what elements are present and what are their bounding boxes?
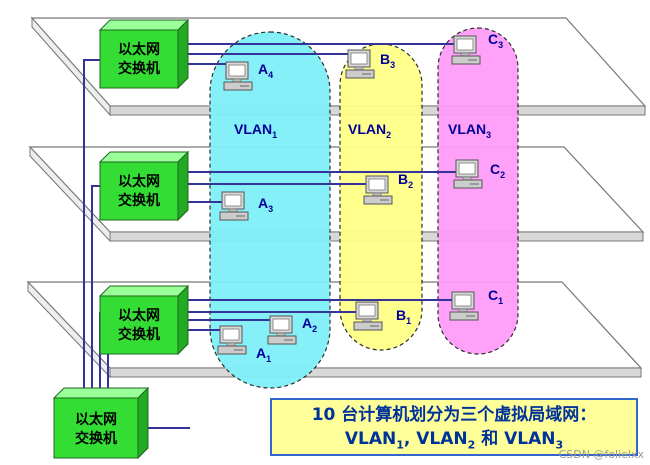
host-label-a1: A1 [256, 345, 271, 364]
switch-middle-label-2: 交换机 [118, 192, 160, 209]
watermark: CSDN @folielxx [558, 448, 644, 461]
switch-top-label-2: 交换机 [118, 60, 160, 77]
switch-root-label-2: 交换机 [75, 430, 117, 447]
computer-a4-icon [223, 61, 253, 91]
switch-top [98, 18, 190, 90]
switch-middle-label-1: 以太网 [118, 173, 160, 190]
vlan3-region [437, 27, 519, 355]
vlan3-label: VLAN3 [448, 121, 491, 140]
computer-b2-icon [363, 175, 393, 205]
switch-bottom-label-1: 以太网 [118, 307, 160, 324]
computer-b1-icon [353, 301, 383, 331]
switch-top-label-1: 以太网 [118, 41, 160, 58]
switch-bottom [98, 284, 190, 356]
caption-line-1: 10 台计算机划分为三个虚拟局域网： [311, 405, 597, 425]
computer-c1-icon [449, 291, 479, 321]
vlan1-label: VLAN1 [234, 121, 277, 140]
host-label-a2: A2 [302, 315, 317, 334]
vlan2-label: VLAN2 [348, 121, 391, 140]
caption-line-2: VLAN1, VLAN2 和 VLAN3 [344, 429, 564, 452]
switch-bottom-label-2: 交换机 [118, 326, 160, 343]
host-label-b1: B1 [396, 307, 411, 326]
computer-a1-icon [217, 325, 247, 355]
computer-c3-icon [451, 35, 481, 65]
switch-root-label-1: 以太网 [75, 411, 117, 428]
host-label-b2: B2 [398, 171, 413, 190]
computer-c2-icon [453, 159, 483, 189]
caption-box: 10 台计算机划分为三个虚拟局域网： VLAN1, VLAN2 和 VLAN3 [270, 398, 638, 456]
switch-root [52, 386, 150, 460]
host-label-a4: A4 [258, 61, 273, 80]
computer-a2-icon [267, 315, 297, 345]
host-label-c1: C1 [488, 287, 503, 306]
host-label-a3: A3 [258, 195, 273, 214]
host-label-c2: C2 [490, 161, 505, 180]
switch-middle [98, 150, 190, 222]
host-label-b3: B3 [380, 51, 395, 70]
computer-a3-icon [219, 191, 249, 221]
computer-b3-icon [345, 49, 375, 79]
host-label-c3: C3 [488, 31, 503, 50]
